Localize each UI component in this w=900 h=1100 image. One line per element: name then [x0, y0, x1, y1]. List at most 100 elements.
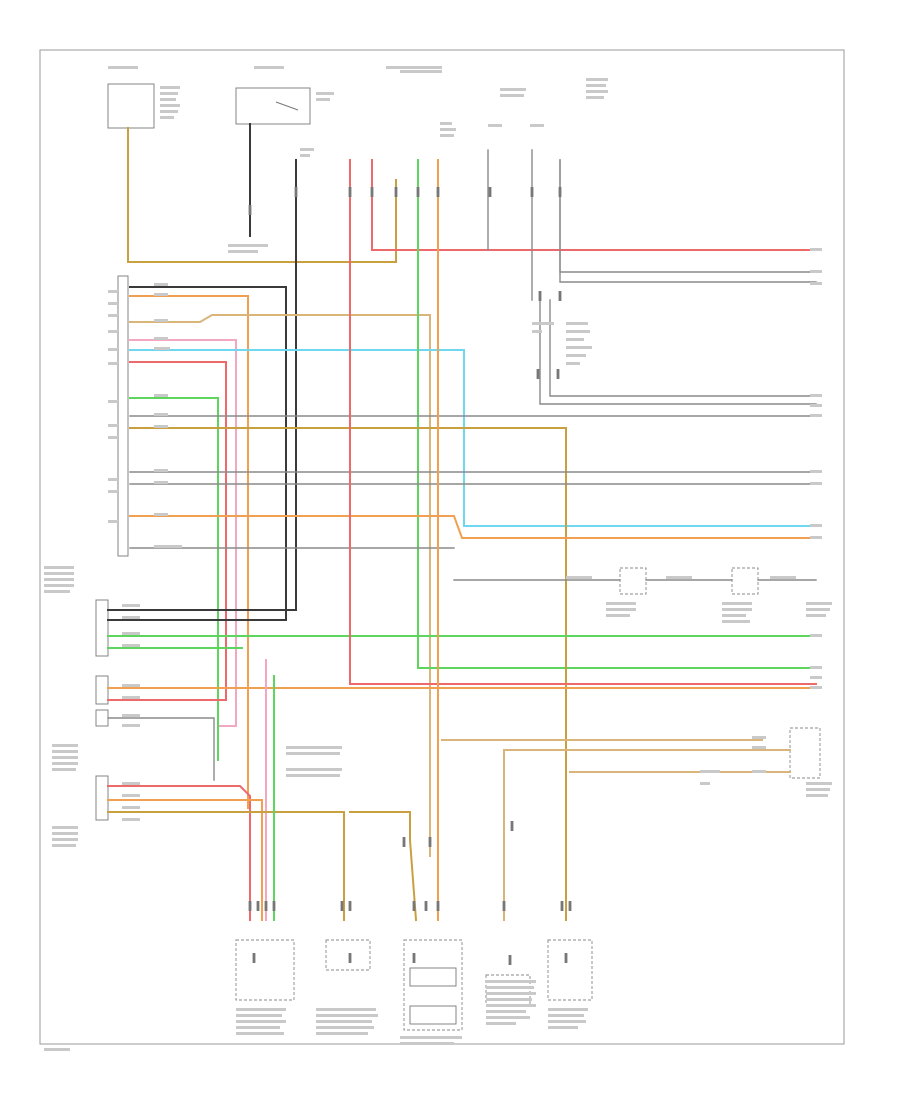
tiny-label-48: [154, 469, 168, 472]
connector-4: [370, 187, 374, 197]
tiny-label-56: [566, 354, 586, 357]
tiny-label-96: [52, 826, 78, 829]
tiny-label-145: [548, 1008, 588, 1011]
tiny-label-66: [810, 470, 822, 473]
control-module-connector: [117, 275, 129, 557]
tiny-label-126: [236, 1014, 282, 1017]
label-group: [44, 66, 832, 1051]
tiny-label-137: [486, 980, 536, 983]
tiny-label-77: [44, 584, 74, 587]
wire-gray-top-1: [559, 159, 817, 273]
tiny-label-23: [440, 134, 454, 137]
tiny-label-97: [52, 832, 78, 835]
tiny-label-76: [44, 578, 74, 581]
tiny-label-89: [122, 806, 140, 809]
tiny-label-122: [806, 782, 832, 785]
inline-connector-a: [619, 567, 647, 595]
tiny-label-143: [486, 1016, 530, 1019]
tiny-label-39: [108, 520, 118, 523]
tiny-label-50: [154, 513, 168, 516]
tiny-label-107: [606, 602, 636, 605]
tiny-label-60: [810, 248, 822, 251]
tiny-label-2: [254, 66, 284, 69]
tiny-label-38: [108, 490, 118, 493]
connector-11: [538, 291, 542, 301]
tiny-label-111: [722, 608, 752, 611]
connector-3: [348, 187, 352, 197]
tiny-label-149: [44, 1048, 70, 1051]
tiny-label-6: [160, 92, 178, 95]
connector-13: [536, 369, 540, 379]
wire-yellow-lower12: [107, 811, 345, 921]
tiny-label-25: [530, 124, 544, 127]
tiny-label-131: [316, 1014, 378, 1017]
tiny-label-10: [160, 116, 174, 119]
wire-red-lower9: [107, 785, 251, 921]
tiny-label-95: [52, 768, 76, 771]
tiny-label-103: [286, 774, 340, 777]
tiny-label-67: [810, 482, 822, 485]
tiny-label-13: [300, 148, 314, 151]
tiny-label-102: [286, 768, 342, 771]
tiny-label-127: [236, 1020, 286, 1023]
tiny-label-125: [236, 1008, 286, 1011]
tiny-label-79: [122, 604, 140, 607]
tiny-label-32: [108, 348, 118, 351]
wire-gray-row8c: [549, 299, 817, 397]
connector-30: [348, 953, 352, 963]
tiny-label-78: [44, 590, 70, 593]
wire-black-row1: [129, 286, 287, 621]
tiny-label-43: [154, 337, 168, 340]
wire-pink-row4: [129, 339, 237, 727]
tiny-label-138: [486, 986, 534, 989]
tiny-label-5: [160, 86, 180, 89]
tiny-label-65: [810, 414, 822, 417]
tiny-label-112: [722, 614, 746, 617]
connector-16: [256, 901, 260, 911]
tiny-label-58: [532, 322, 554, 325]
tiny-label-46: [154, 413, 168, 416]
wire-yellow-lower13: [349, 811, 418, 922]
tiny-label-118: [752, 746, 766, 749]
tiny-label-28: [108, 290, 118, 293]
wire-gray-top-2: [559, 159, 817, 283]
tiny-label-4: [400, 70, 442, 73]
connector-9: [530, 187, 534, 197]
connector-14: [556, 369, 560, 379]
tiny-label-14: [300, 154, 310, 157]
tiny-label-105: [666, 576, 692, 579]
connector-7: [436, 187, 440, 197]
bottom-module-5: [547, 939, 593, 1001]
connector-8: [488, 187, 492, 197]
tiny-label-88: [122, 794, 140, 797]
tiny-label-47: [154, 425, 168, 428]
tiny-label-128: [236, 1026, 280, 1029]
connector-21: [412, 901, 416, 911]
tiny-label-27: [228, 250, 258, 253]
tiny-label-92: [52, 750, 78, 753]
wire-orange-lower11: [107, 799, 263, 921]
tiny-label-42: [154, 319, 168, 322]
connector-20: [348, 901, 352, 911]
connector-19: [340, 901, 344, 911]
lower-connector-4: [95, 775, 109, 821]
tiny-label-63: [810, 394, 822, 397]
wire-green-row7: [129, 397, 219, 761]
tiny-label-70: [810, 634, 822, 637]
tiny-label-134: [316, 1032, 368, 1035]
tiny-label-140: [486, 998, 532, 1001]
fuse-block-component: [107, 83, 155, 129]
tiny-label-19: [586, 90, 608, 93]
wire-red-lower6: [349, 159, 817, 685]
tiny-label-81: [122, 632, 140, 635]
lower-connector-2: [95, 675, 109, 705]
connector-33: [564, 953, 568, 963]
tiny-label-85: [122, 714, 140, 717]
tiny-label-136: [400, 1042, 454, 1045]
tiny-label-141: [486, 1004, 536, 1007]
wire-orange-row2: [129, 295, 249, 809]
connector-12: [558, 291, 562, 301]
tiny-label-133: [316, 1026, 374, 1029]
tiny-label-9: [160, 110, 178, 113]
tiny-label-30: [108, 314, 118, 317]
